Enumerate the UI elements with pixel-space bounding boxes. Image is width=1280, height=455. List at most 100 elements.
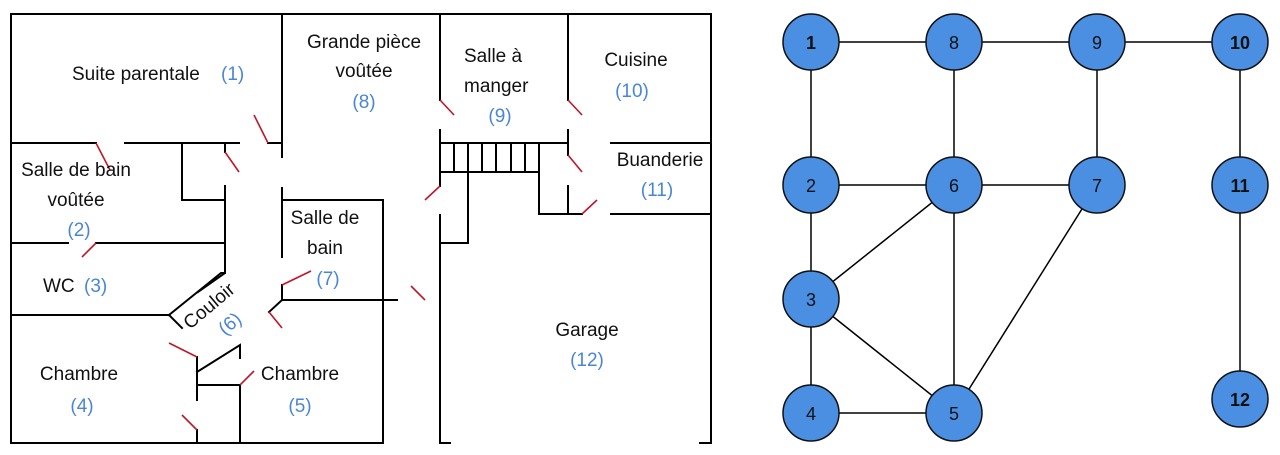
door	[95, 142, 111, 171]
room-number: (5)	[288, 396, 311, 417]
node-label: 4	[806, 404, 816, 424]
room-4-label: Chambre (4)	[40, 364, 118, 417]
room-labels: Suite parentale (1) Salle de bain voûtée…	[21, 32, 703, 417]
door	[268, 311, 283, 329]
node-label: 9	[1092, 33, 1102, 53]
room-name: voûtée	[335, 61, 392, 82]
node-circle	[925, 384, 983, 442]
room-name: WC	[43, 276, 75, 297]
room-number: (7)	[316, 269, 339, 290]
graph-node-4: 4	[782, 384, 840, 442]
graph-edge-3-6	[810, 184, 955, 300]
node-circle	[1068, 13, 1126, 71]
room-name: voûtée	[47, 190, 104, 211]
door	[181, 414, 198, 431]
room-name: manger	[464, 76, 529, 97]
node-circle	[782, 270, 840, 328]
door	[168, 342, 198, 358]
room-10-label: Cuisine (10)	[604, 50, 667, 102]
graph-node-2: 2	[782, 156, 840, 214]
room-name: Salle de	[291, 208, 360, 229]
door	[424, 185, 441, 201]
graph-node-11: 11	[1211, 156, 1269, 214]
room-3-label: WC (3)	[43, 276, 107, 297]
door	[410, 285, 426, 301]
room-name: Cuisine	[604, 50, 667, 71]
room-number: (1)	[221, 64, 244, 85]
node-label: 12	[1230, 390, 1250, 410]
room-number: (2)	[67, 220, 90, 241]
room-number: (6)	[215, 309, 246, 340]
room-number: (3)	[84, 276, 107, 297]
wall	[181, 142, 226, 201]
node-label: 6	[949, 176, 959, 196]
wall	[196, 185, 226, 294]
node-circle	[1068, 156, 1126, 214]
node-circle	[782, 156, 840, 214]
door	[81, 242, 97, 258]
door	[567, 99, 583, 116]
room-name: Garage	[555, 320, 618, 341]
walls	[10, 13, 712, 444]
room-name: Suite parentale	[72, 64, 200, 85]
room-9-label: Salle à manger (9)	[464, 46, 529, 127]
room-name: Salle à	[464, 46, 523, 67]
node-label: 5	[949, 404, 959, 424]
room-1-label: Suite parentale (1)	[72, 64, 244, 85]
node-circle	[925, 156, 983, 214]
room-7-label: Salle de bain (7)	[291, 208, 360, 290]
node-label: 8	[949, 33, 959, 53]
floor-plan: Suite parentale (1) Salle de bain voûtée…	[10, 13, 712, 444]
graph-node-6: 6	[925, 156, 983, 214]
room-number: (8)	[352, 92, 375, 113]
stairs	[453, 142, 526, 173]
graph-node-10: 10	[1211, 13, 1269, 71]
graph-node-5: 5	[925, 384, 983, 442]
doors	[81, 99, 598, 431]
door	[239, 370, 255, 386]
node-label: 11	[1230, 176, 1249, 196]
wall	[167, 313, 184, 330]
door	[581, 199, 598, 215]
graph-node-3: 3	[782, 270, 840, 328]
graph-node-8: 8	[925, 13, 983, 71]
graph-edges	[810, 41, 1241, 414]
room-8-label: Grande pièce voûtée (8)	[307, 32, 421, 113]
room-name: Buanderie	[617, 150, 704, 171]
node-circle	[1211, 156, 1269, 214]
node-circle	[1211, 370, 1269, 428]
wall	[439, 299, 451, 444]
graph-edge-7-5	[953, 184, 1098, 414]
wall	[267, 298, 284, 314]
room-name: bain	[307, 238, 343, 259]
node-label: 2	[806, 176, 816, 196]
room-name: Grande pièce	[307, 32, 421, 53]
door	[224, 151, 240, 173]
wall	[267, 13, 283, 144]
room-12-label: Garage (12)	[555, 320, 618, 371]
wall	[699, 13, 712, 444]
node-circle	[782, 384, 840, 442]
node-label: 3	[806, 290, 816, 310]
node-circle	[925, 13, 983, 71]
room-number: (9)	[488, 106, 511, 127]
door	[253, 114, 269, 144]
node-label: 10	[1230, 33, 1250, 53]
node-label: 7	[1092, 176, 1102, 196]
room-number: (4)	[70, 396, 93, 417]
wall	[195, 343, 241, 374]
room-5-label: Chambre (5)	[261, 364, 339, 417]
room-name: Salle de bain	[21, 160, 131, 181]
door	[281, 270, 312, 286]
graph-node-12: 12	[1211, 370, 1269, 428]
room-name: Chambre	[261, 364, 339, 385]
room-6-label: Couloir (6)	[180, 279, 246, 340]
room-number: (11)	[641, 180, 673, 201]
room-2-label: Salle de bain voûtée (2)	[21, 160, 131, 241]
graph-node-1: 1	[782, 13, 840, 71]
graph-node-7: 7	[1068, 156, 1126, 214]
graph-edge-3-5	[810, 298, 955, 414]
node-label: 1	[806, 33, 816, 53]
